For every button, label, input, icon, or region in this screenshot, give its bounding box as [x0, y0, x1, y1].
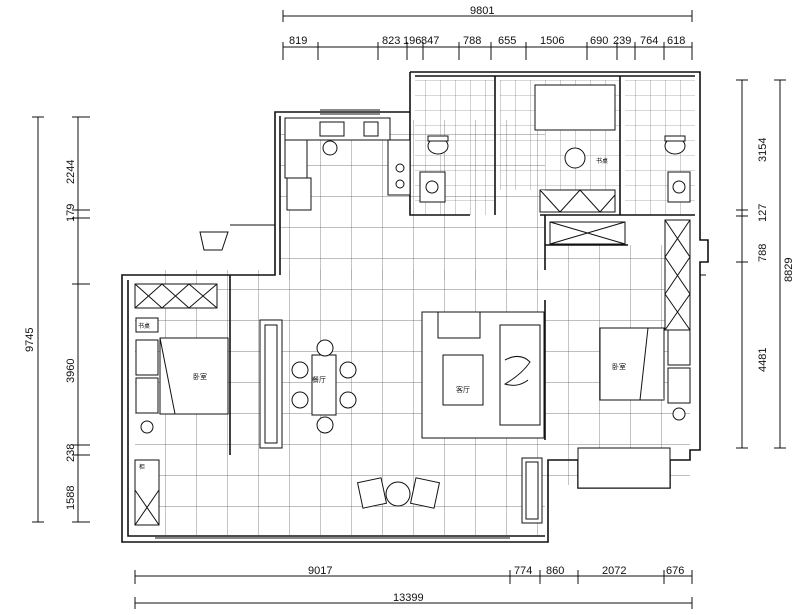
kitchen-counter	[284, 117, 411, 211]
dim-top-overall: 9801	[470, 5, 494, 17]
label-bedroom-right: 卧室	[612, 362, 626, 371]
dim-top-seg: 618	[667, 35, 685, 47]
bedroom-right-furniture	[599, 327, 691, 421]
dim-right-seg: 788	[757, 244, 769, 262]
dim-left-seg: 3960	[65, 359, 77, 383]
dim-left-seg: 2244	[65, 160, 77, 184]
dim-bottom-seg: 676	[666, 565, 684, 577]
dim-top-seg: 788	[463, 35, 481, 47]
label-cabinet: 柜	[139, 463, 145, 471]
dim-left-segments: 2244 179 3960 238 1588	[65, 160, 77, 510]
window-lines	[155, 71, 706, 539]
dim-bottom-seg: 9017	[308, 565, 332, 577]
sliding-doors	[539, 189, 626, 245]
dimension-lines-bottom	[134, 570, 693, 609]
dim-left-seg: 1588	[65, 486, 77, 510]
dim-top-seg: 655	[498, 35, 516, 47]
living-set	[421, 311, 545, 439]
dim-left-overall: 9745	[24, 328, 36, 352]
label-desk-right: 书桌	[596, 157, 608, 165]
dim-top-seg: 847	[421, 35, 439, 47]
walls	[121, 71, 709, 543]
dim-right-seg: 4481	[757, 348, 769, 372]
dimension-lines-left	[32, 116, 90, 523]
label-living: 客厅	[456, 385, 470, 394]
dim-bottom-seg: 860	[546, 565, 564, 577]
dimension-lines-top	[282, 10, 693, 60]
label-bedroom-left: 卧室	[193, 372, 207, 381]
bedroom-left-furniture	[135, 317, 229, 434]
dim-right-seg: 3154	[757, 138, 769, 162]
dim-bottom-seg: 2072	[602, 565, 626, 577]
dining-set	[291, 339, 357, 434]
dim-right-segments: 3154 127 788 4481	[757, 138, 769, 372]
label-dining: 餐厅	[312, 375, 326, 384]
dim-bottom-segments: 9017 774 860 2072 676	[308, 565, 684, 577]
dim-top-seg: 819	[289, 35, 307, 47]
dimension-lines-right	[736, 79, 786, 449]
dim-top-seg: 1506	[540, 35, 564, 47]
dim-right-overall: 8829	[783, 258, 795, 282]
balcony-lounge	[356, 447, 671, 509]
dim-right-seg: 127	[757, 204, 769, 222]
label-desk-left: 书桌	[138, 322, 150, 330]
dim-top-seg: 239	[613, 35, 631, 47]
dim-bottom-overall: 13399	[393, 592, 424, 604]
person-figure	[199, 224, 275, 251]
dim-left-seg: 238	[65, 444, 77, 462]
dim-top-segments: 819 823 196 847 788 655 1506 690 239 764…	[289, 35, 685, 47]
dim-top-seg: 823	[382, 35, 400, 47]
wardrobes	[134, 219, 691, 526]
dim-top-seg: 196	[403, 35, 421, 47]
dim-bottom-seg: 774	[514, 565, 532, 577]
dim-left-seg: 179	[65, 204, 77, 222]
bathroom-fixtures	[419, 84, 691, 203]
dim-top-seg: 764	[640, 35, 658, 47]
dim-top-seg: 690	[590, 35, 608, 47]
